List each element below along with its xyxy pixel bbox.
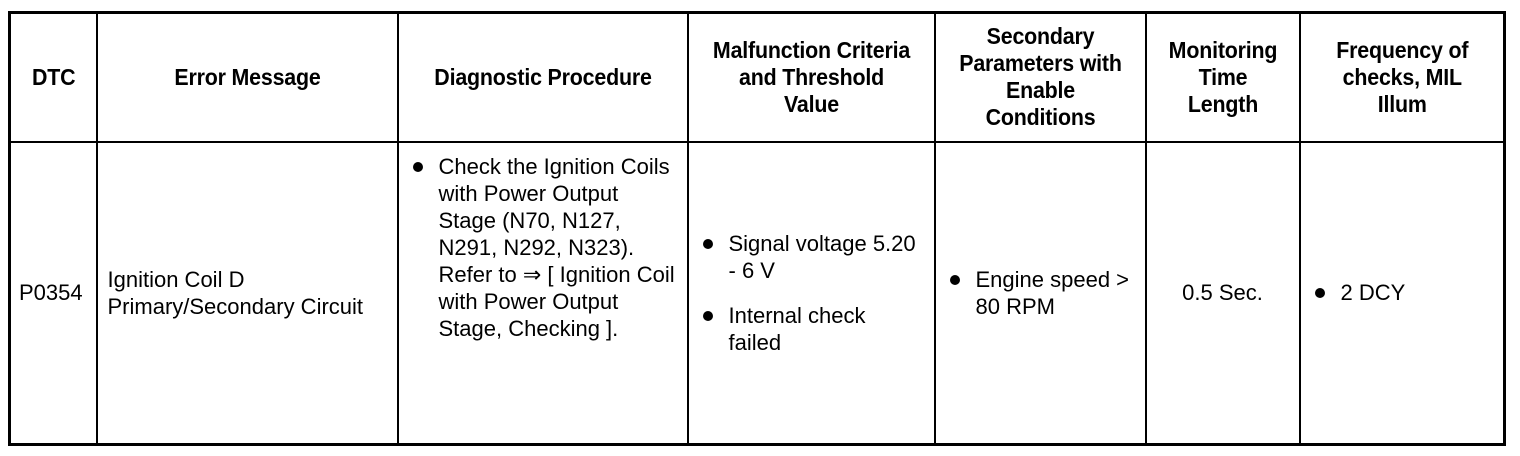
cell-secondary-parameters: Engine speed > 80 RPM bbox=[933, 140, 1147, 446]
list-item-label: Engine speed > 80 RPM bbox=[975, 266, 1130, 319]
cell-frequency-of-checks: 2 DCY bbox=[1298, 140, 1506, 446]
column-header-diagnostic-procedure: Diagnostic Procedure bbox=[406, 11, 679, 143]
header-line: Enable bbox=[1005, 77, 1075, 104]
list-item: Check the Ignition Coils with Power Outp… bbox=[409, 153, 677, 342]
bullet-icon bbox=[702, 310, 713, 321]
header-line: Frequency of bbox=[1335, 36, 1468, 63]
header-line: Error Message bbox=[173, 63, 321, 90]
cell-diagnostic-procedure: Check the Ignition Coils with Power Outp… bbox=[396, 140, 689, 446]
column-header-dtc: DTC bbox=[11, 11, 95, 143]
header-line: Value bbox=[783, 90, 839, 117]
header-line: DTC bbox=[31, 63, 76, 90]
header-line: Conditions bbox=[985, 104, 1095, 131]
cell-error-message: Ignition Coil D Primary/Secondary Circui… bbox=[95, 140, 399, 446]
frequency-bullet-list: 2 DCY bbox=[1311, 279, 1494, 306]
header-line: Time bbox=[1198, 63, 1247, 90]
list-item: Engine speed > 80 RPM bbox=[946, 266, 1135, 320]
table-body: P0354 Ignition Coil D Primary/Secondary … bbox=[8, 140, 1506, 446]
header-line: checks, MIL bbox=[1342, 63, 1462, 90]
diagnostic-bullet-list: Check the Ignition Coils with Power Outp… bbox=[409, 153, 677, 342]
cell-dtc-code: P0354 bbox=[8, 140, 98, 446]
bullet-icon bbox=[949, 274, 960, 285]
column-header-monitoring-time-length: Monitoring Time Length bbox=[1149, 11, 1296, 143]
header-row: DTC Error Message Diagnostic Procedure M… bbox=[10, 11, 1505, 143]
malfunction-bullet-list: Signal voltage 5.20 - 6 V Internal check… bbox=[699, 230, 924, 356]
bullet-icon bbox=[1314, 288, 1325, 299]
secondary-bullet-list: Engine speed > 80 RPM bbox=[946, 266, 1135, 320]
column-header-secondary-parameters: Secondary Parameters with Enable Conditi… bbox=[940, 11, 1140, 143]
cell-monitoring-time-length: 0.5 Sec. bbox=[1144, 140, 1301, 446]
list-item-label: Check the Ignition Coils with Power Outp… bbox=[438, 153, 675, 341]
bullet-icon bbox=[702, 238, 713, 249]
header-line: Secondary bbox=[986, 23, 1094, 50]
table-header: DTC Error Message Diagnostic Procedure M… bbox=[10, 11, 1505, 143]
header-line: Malfunction Criteria bbox=[712, 36, 910, 63]
header-line: and Threshold bbox=[738, 63, 884, 90]
header-line: Length bbox=[1187, 90, 1258, 117]
list-item: 2 DCY bbox=[1311, 279, 1494, 306]
list-item: Signal voltage 5.20 - 6 V bbox=[699, 230, 924, 284]
list-item-label: Internal check failed bbox=[728, 302, 866, 355]
list-item: Internal check failed bbox=[699, 302, 924, 356]
column-header-frequency-of-checks: Frequency of checks, MIL Illum bbox=[1305, 11, 1499, 143]
column-header-malfunction-criteria: Malfunction Criteria and Threshold Value bbox=[695, 11, 927, 143]
header-line: Parameters with bbox=[958, 50, 1122, 77]
table-row: P0354 Ignition Coil D Primary/Secondary … bbox=[8, 140, 1506, 446]
header-line: Diagnostic Procedure bbox=[433, 63, 652, 90]
column-header-error-message: Error Message bbox=[106, 11, 388, 143]
list-item-label: Signal voltage 5.20 - 6 V bbox=[728, 230, 916, 283]
cell-malfunction-criteria: Signal voltage 5.20 - 6 V Internal check… bbox=[686, 140, 936, 446]
header-line: Monitoring bbox=[1168, 36, 1277, 63]
list-item-label: 2 DCY bbox=[1340, 280, 1406, 306]
dtc-diagnostic-table: DTC Error Message Diagnostic Procedure M… bbox=[8, 11, 1506, 446]
bullet-icon bbox=[412, 161, 423, 172]
header-line: Illum bbox=[1377, 90, 1427, 117]
